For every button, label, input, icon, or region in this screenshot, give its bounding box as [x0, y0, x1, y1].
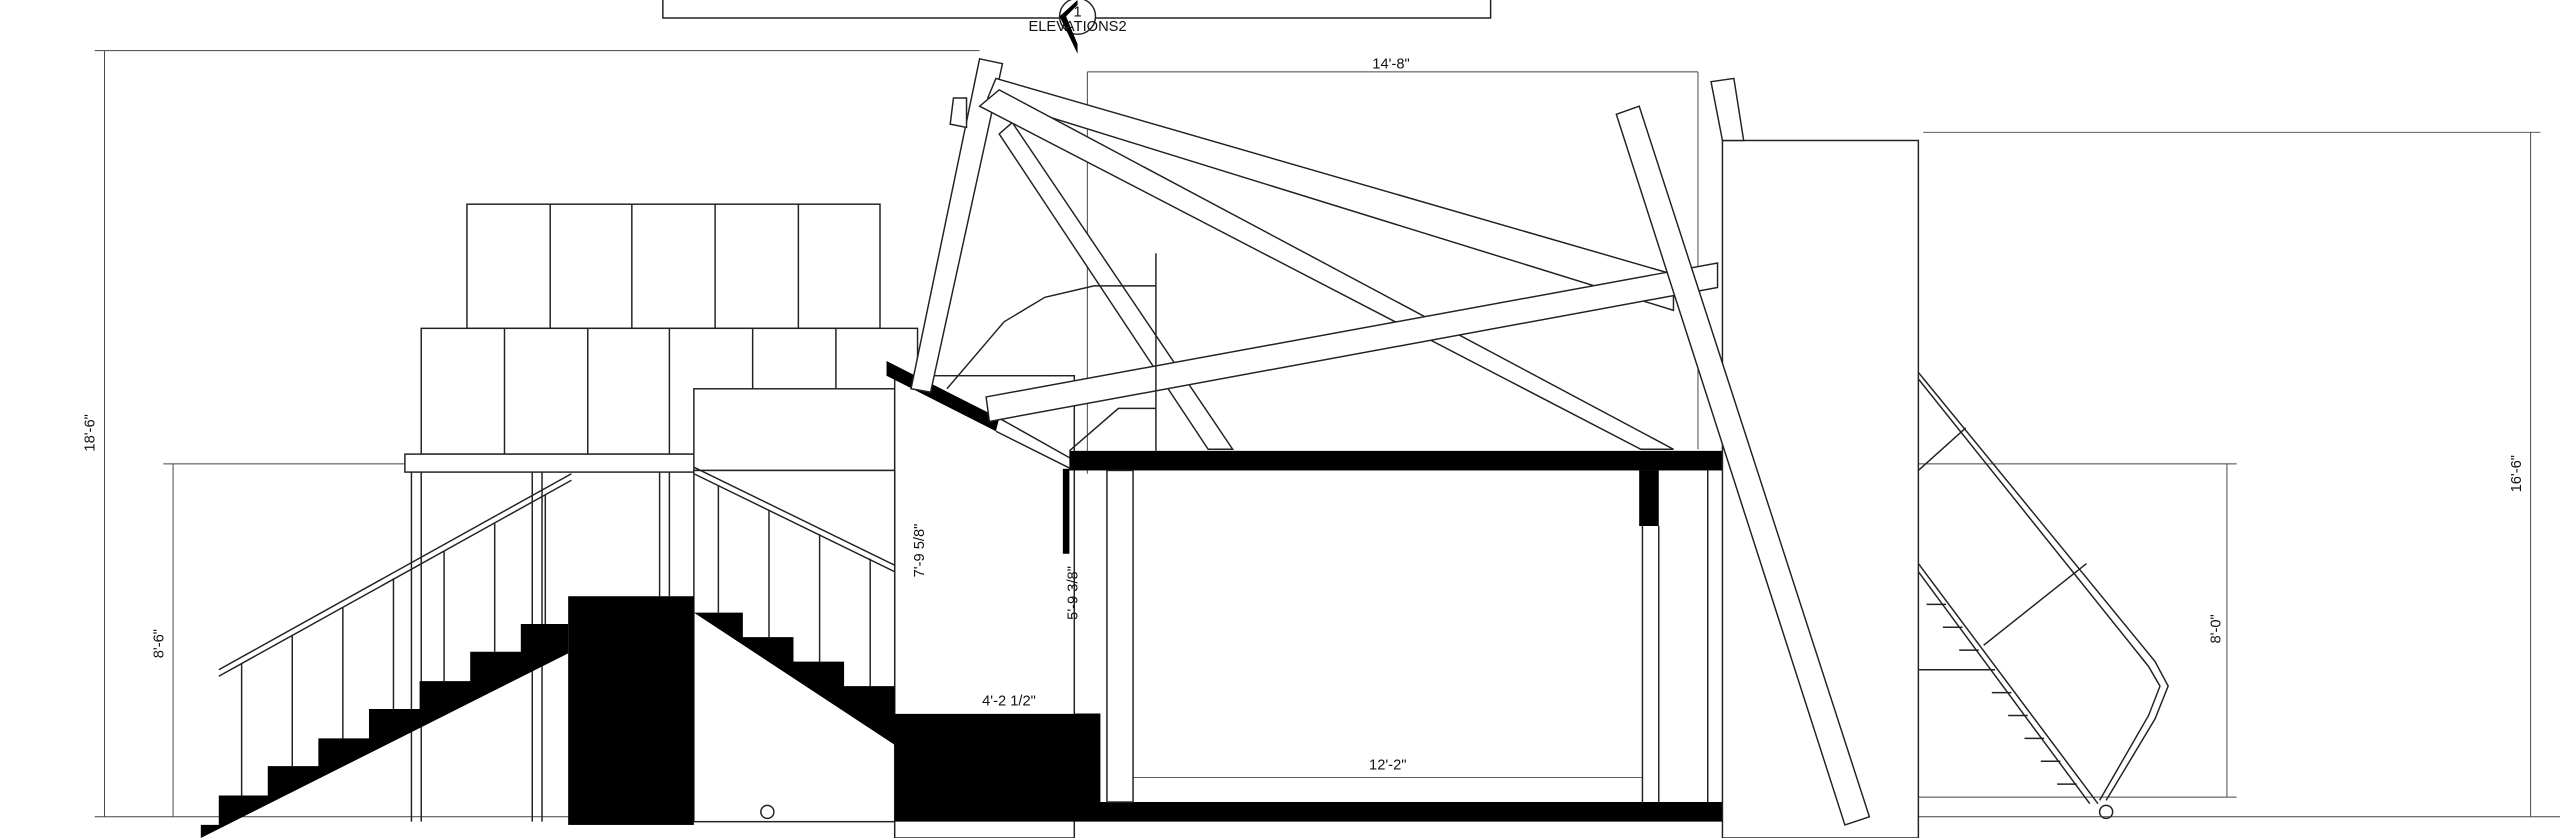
stacked-crates — [404, 203, 1076, 838]
dim-overall-height-right: 16'-6" — [2509, 455, 2525, 492]
dim-overall-height-left: 18'-6" — [83, 414, 99, 451]
dim-top-width: 14'-8" — [1372, 57, 1409, 73]
dim-step-width: 4'-2 1/2" — [982, 694, 1036, 710]
diagonal-beams — [910, 57, 1871, 826]
dim-deck-height-right: 8'-0" — [2208, 614, 2224, 643]
callout-arrow-icon — [1059, 0, 1078, 54]
left-stair — [200, 473, 572, 838]
dim-deck-height-left: 8'-6" — [151, 629, 167, 658]
right-ladder — [1917, 371, 2169, 805]
stair-landing-block — [568, 596, 694, 825]
callout-sheet: ELEVATIONS2 — [1028, 19, 1126, 35]
dim-room-width: 12'-2" — [1369, 757, 1406, 773]
callout-number: 1 — [1073, 4, 1081, 20]
dim-opening-height-b: 5'-9 3/8" — [1066, 566, 1082, 620]
section-callout: 1 ELEVATIONS2 — [1028, 0, 1127, 54]
step-and-floor-slab — [894, 713, 1723, 822]
dim-opening-height-a: 7'-9 5/8" — [912, 524, 928, 578]
